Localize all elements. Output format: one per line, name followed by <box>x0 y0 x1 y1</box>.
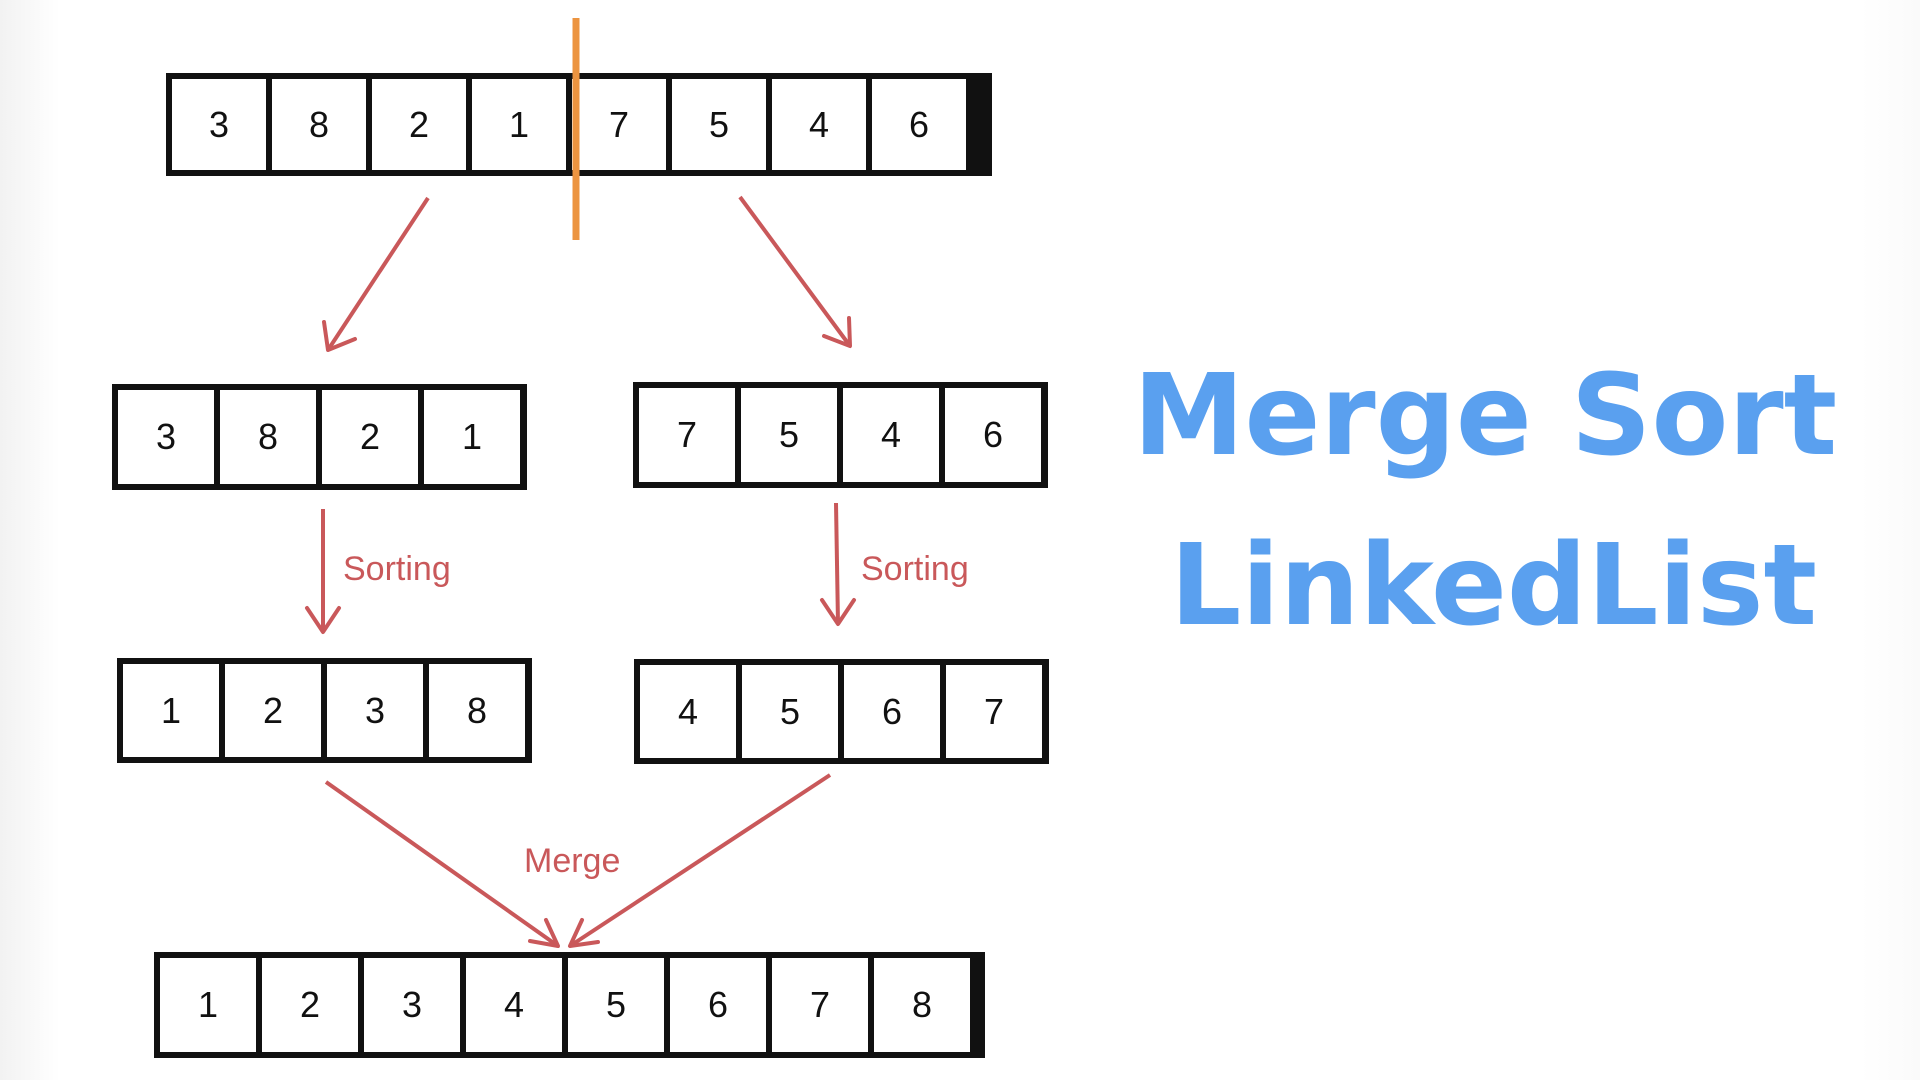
merged-cell: 8 <box>874 958 970 1052</box>
right-sorted-cell: 6 <box>844 665 940 758</box>
sorting-label-left: Sorting <box>343 550 451 588</box>
left-sorted-cell: 1 <box>123 664 219 757</box>
merged-cell: 7 <box>772 958 868 1052</box>
merged-cell: 2 <box>262 958 358 1052</box>
initial-cell: 4 <box>772 79 866 170</box>
left-sorted-cell: 8 <box>429 664 525 757</box>
merged-cell: 6 <box>670 958 766 1052</box>
initial-cell: 5 <box>672 79 766 170</box>
merge-arrow-left <box>324 780 560 948</box>
title-line-1: Merge Sort <box>1133 351 1838 481</box>
right-sorted-cell: 4 <box>640 665 736 758</box>
merged-cell: 1 <box>160 958 256 1052</box>
right-sorted-array: 4 5 6 7 <box>634 659 1049 764</box>
left-sorted-cell: 3 <box>327 664 423 757</box>
left-half-cell: 3 <box>118 390 214 484</box>
sorting-arrow-right <box>820 502 856 626</box>
left-sorted-cell: 2 <box>225 664 321 757</box>
initial-cell: 2 <box>372 79 466 170</box>
right-half-cell: 4 <box>843 388 939 482</box>
left-half-cell: 2 <box>322 390 418 484</box>
right-sorted-cell: 7 <box>946 665 1042 758</box>
right-half-array: 7 5 4 6 <box>633 382 1048 488</box>
split-arrow-left <box>322 196 430 352</box>
sorting-arrow-left <box>305 509 341 634</box>
merge-label: Merge <box>524 842 620 880</box>
merged-cell: 4 <box>466 958 562 1052</box>
right-half-cell: 6 <box>945 388 1041 482</box>
split-arrow-right <box>738 195 852 348</box>
merge-arrow-right <box>568 773 832 948</box>
merged-cell: 3 <box>364 958 460 1052</box>
sorting-label-right: Sorting <box>861 550 969 588</box>
title-line-2: LinkedList <box>1170 521 1818 651</box>
initial-cell: 7 <box>572 79 666 170</box>
left-half-cell: 8 <box>220 390 316 484</box>
right-sorted-cell: 5 <box>742 665 838 758</box>
right-half-cell: 7 <box>639 388 735 482</box>
initial-cell: 3 <box>172 79 266 170</box>
left-sorted-array: 1 2 3 8 <box>117 658 532 763</box>
merged-cell: 5 <box>568 958 664 1052</box>
merged-array: 1 2 3 4 5 6 7 8 <box>154 952 985 1058</box>
initial-cell: 1 <box>472 79 566 170</box>
initial-cell: 8 <box>272 79 366 170</box>
right-half-cell: 5 <box>741 388 837 482</box>
left-half-cell: 1 <box>424 390 520 484</box>
initial-cell: 6 <box>872 79 966 170</box>
left-half-array: 3 8 2 1 <box>112 384 527 490</box>
